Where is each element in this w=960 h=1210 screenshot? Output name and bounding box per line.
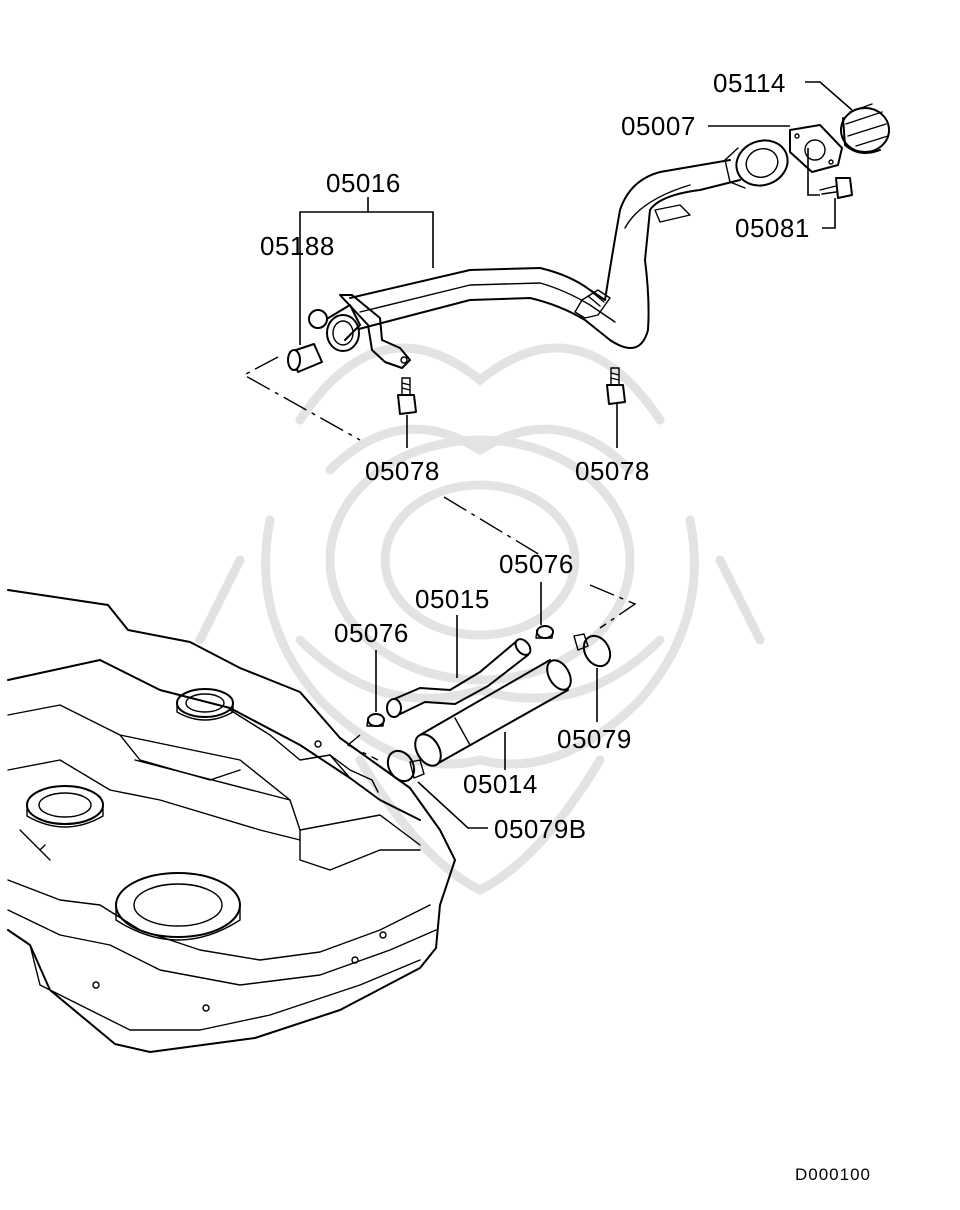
label-05016: 05016 bbox=[326, 168, 401, 198]
label-05078-left: 05078 bbox=[365, 456, 440, 486]
fuel-cap bbox=[840, 103, 890, 155]
label-05015: 05015 bbox=[415, 584, 490, 614]
clamp-05076-top bbox=[535, 625, 554, 639]
label-05014: 05014 bbox=[463, 769, 538, 799]
grommet-05188 bbox=[287, 343, 323, 373]
hose-clamp-05079 bbox=[573, 633, 612, 668]
screw-05081 bbox=[819, 177, 853, 199]
label-05188: 05188 bbox=[260, 231, 335, 261]
label-05114: 05114 bbox=[713, 68, 786, 98]
bolt-05078-right bbox=[606, 367, 626, 405]
label-05081: 05081 bbox=[735, 213, 810, 243]
filler-neck-pipe bbox=[308, 139, 789, 369]
clamp-05076-left bbox=[366, 713, 385, 727]
gasket-05007 bbox=[789, 124, 843, 173]
assembly-dash-lines bbox=[242, 356, 637, 761]
label-05079b: 05079B bbox=[494, 814, 587, 844]
bolt-05078-left bbox=[397, 377, 417, 415]
hose-clamp-05079b bbox=[386, 749, 425, 783]
label-05007: 05007 bbox=[621, 111, 696, 141]
label-05076-left: 05076 bbox=[334, 618, 409, 648]
label-05079: 05079 bbox=[557, 724, 632, 754]
label-05078-right: 05078 bbox=[575, 456, 650, 486]
fuel-hose bbox=[414, 659, 572, 767]
breather-hose bbox=[386, 638, 532, 718]
diagram-reference: D000100 bbox=[795, 1165, 871, 1184]
fuel-tank bbox=[7, 589, 456, 1053]
watermark-emblem bbox=[195, 343, 765, 896]
leader-lines bbox=[299, 81, 853, 829]
label-05076-top: 05076 bbox=[499, 549, 574, 579]
